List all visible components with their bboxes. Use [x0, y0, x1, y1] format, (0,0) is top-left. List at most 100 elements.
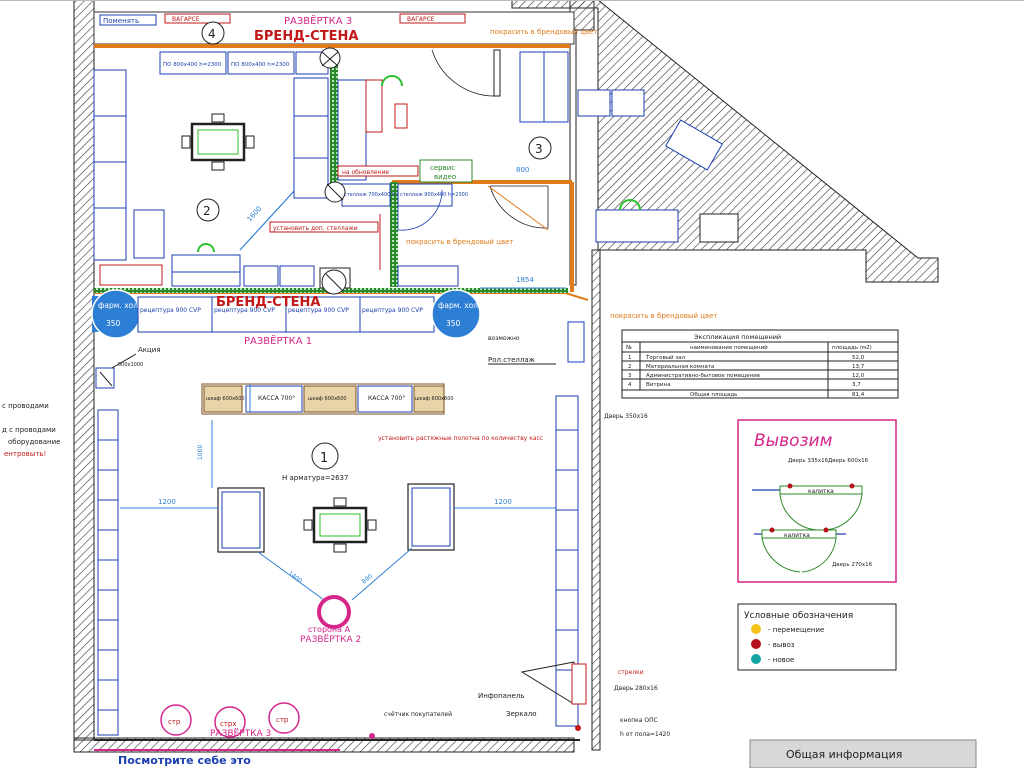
explication-title: Экспликация помещений — [694, 333, 781, 341]
zone-number-2: 2 — [203, 204, 211, 218]
svg-text:рецептура 900 CVP: рецептура 900 CVP — [214, 307, 275, 314]
bottom-banner-text: Посмотрите себе это — [118, 754, 251, 767]
fridge-2-size: 350 — [446, 319, 461, 328]
svg-text:стрх: стрх — [220, 720, 237, 728]
svg-text:стеллаж 900х400 h=2300: стеллаж 900х400 h=2300 — [400, 192, 468, 198]
fridge-1-name: фарм. холод — [98, 301, 148, 310]
general-info-title: Общая информация — [786, 748, 902, 761]
total-area-label: Общая площадь — [690, 392, 737, 398]
legend-dot-moving — [751, 624, 761, 634]
zone-2-centre-table: 2 1600 — [181, 113, 296, 251]
arrows-note: стрелки — [618, 669, 644, 676]
video-label: видео — [434, 173, 456, 181]
svg-text:стеллаж 700х400 h=2300: стеллаж 700х400 h=2300 — [344, 192, 412, 198]
zerkalo-label: Зеркало — [506, 710, 537, 718]
fridge-1-size: 350 — [106, 319, 121, 328]
repaint-note-top: покрасить в брендовый цвет — [490, 28, 597, 36]
door-right-top: Дверь 350х16 — [604, 413, 648, 420]
svg-text:890: 890 — [361, 573, 374, 586]
door-right-bottom: Дверь 280х16 — [614, 685, 658, 692]
svg-text:с проводами: с проводами — [2, 402, 49, 410]
top-rack-1[interactable] — [159, 51, 227, 75]
svg-text:13,7: 13,7 — [852, 364, 865, 370]
svg-text:1000: 1000 — [197, 445, 204, 460]
svg-text:1400: 1400 — [287, 570, 304, 585]
aktsiya-label: Акция — [138, 346, 161, 354]
svg-text:калитка: калитка — [808, 488, 834, 495]
svg-text:1854: 1854 — [516, 276, 534, 284]
svg-text:12,0: 12,0 — [852, 373, 865, 379]
counter-label: счётчик покупателей — [384, 711, 452, 718]
legend-dot-removal — [751, 639, 761, 649]
svg-text:3,7: 3,7 — [852, 382, 861, 388]
svg-text:стр: стр — [276, 716, 289, 724]
razvertka-3-bottom-title: РАЗВЁРТКА 3 — [210, 728, 271, 739]
svg-text:рецептура 900 CVP: рецептура 900 CVP — [362, 307, 423, 314]
svg-text:Материальная комната: Материальная комната — [646, 364, 714, 370]
zone-2-left-racks — [93, 69, 315, 287]
svg-text:наименование помещений: наименование помещений — [690, 344, 768, 351]
svg-text:Административно-бытовое помеще: Административно-бытовое помещение — [646, 373, 761, 379]
register-note: установить растяжные полотна по количест… — [378, 435, 543, 442]
top-tag-3: ВАГАРСЕ — [407, 16, 435, 23]
left-wall-shelf-ticks — [98, 439, 118, 711]
register-1: КАССА 700° — [258, 395, 295, 402]
svg-text:1600: 1600 — [246, 205, 264, 224]
legend-dot-new — [751, 654, 761, 664]
svg-text:1200: 1200 — [158, 498, 176, 506]
svg-text:д с проводами: д с проводами — [2, 426, 56, 434]
svg-text:52,0: 52,0 — [852, 355, 865, 361]
servis-label: сервис — [430, 164, 455, 172]
svg-text:- вывоз: - вывоз — [768, 641, 795, 649]
svg-text:Витрина: Витрина — [646, 382, 671, 388]
svg-text:- новое: - новое — [768, 656, 794, 664]
zone-number-4: 4 — [208, 27, 216, 41]
razvertka-3-top-title: РАЗВЁРТКА 3 — [284, 14, 352, 27]
aktsiya-size: 500х1000 — [118, 362, 143, 368]
zone-3: 3 800 1854 покрасить в брендовый цвет — [431, 49, 739, 320]
svg-text:1: 1 — [628, 355, 632, 361]
fridge-2-name: фарм. холод — [438, 301, 488, 310]
ops-height-label: h от пола=1420 — [620, 731, 670, 738]
svg-text:калитка: калитка — [784, 532, 810, 539]
svg-text:рецептура 900 CVP: рецептура 900 CVP — [140, 307, 201, 314]
right-wall-shelf-ticks — [556, 429, 578, 671]
top-tag-2: ВАГАРСЕ — [172, 16, 200, 23]
svg-text:- перемещение: - перемещение — [768, 626, 824, 634]
explication-table: Экспликация помещений № наименование пом… — [621, 329, 899, 399]
svg-text:площадь (м2): площадь (м2) — [832, 345, 872, 351]
svg-text:шкаф 600х600: шкаф 600х600 — [415, 396, 454, 402]
svg-text:шкаф 600х600: шкаф 600х600 — [308, 396, 347, 402]
total-area-value: 81,4 — [852, 392, 865, 398]
repaint-note-mid: покрасить в брендовый цвет — [406, 238, 513, 246]
zone-2-top-racks: ПО 800х400 h=2300 ПО 800х400 h=2300 — [159, 47, 341, 75]
roll-rack-label: Рол.стеллаж — [488, 356, 536, 364]
svg-text:Торговый зал: Торговый зал — [645, 354, 686, 361]
zone-1-sales-hall: Акция 500х1000 шкаф 600х600 КАССА 700° ш… — [2, 321, 670, 739]
storona-a-label: сторона А — [308, 625, 351, 634]
svg-text:2: 2 — [628, 364, 632, 370]
legend-title: Условные обозначения — [744, 611, 853, 621]
svg-text:Дверь 335х16: Дверь 335х16 — [788, 458, 829, 464]
legend-box: Условные обозначения - перемещение - выв… — [737, 603, 897, 671]
svg-text:1200: 1200 — [494, 498, 512, 506]
svg-text:ентровыть!: ентровыть! — [4, 450, 46, 458]
svg-text:Дверь 600х16: Дверь 600х16 — [828, 458, 869, 464]
svg-text:ПО 800х400 h=2300: ПО 800х400 h=2300 — [163, 62, 222, 68]
svg-text:шкаф 600х600: шкаф 600х600 — [206, 396, 245, 402]
bottom-banner: Посмотрите себе это Общая информация — [94, 739, 977, 768]
vozmozhno-label: возможно — [488, 335, 520, 342]
razvertka-2-title: РАЗВЁРТКА 2 — [300, 634, 361, 645]
install-racks-note: установить доп. стеллажи — [273, 225, 358, 232]
svg-text:4: 4 — [628, 382, 632, 388]
svg-text:стр: стр — [168, 718, 181, 726]
svg-text:3: 3 — [628, 373, 632, 379]
top-rack-2[interactable] — [227, 51, 295, 75]
info-panel-label: Инфопанель — [478, 692, 524, 700]
svg-text:№: № — [626, 345, 632, 351]
repaint-note-right: покрасить в брендовый цвет — [610, 312, 717, 320]
svg-text:Дверь 270х16: Дверь 270х16 — [832, 562, 873, 568]
brand-wall-middle: фарм. холод 350 рецептура 900 CVP рецепт… — [91, 289, 488, 347]
svg-text:оборудование: оборудование — [8, 438, 60, 446]
ops-button-label: кнопка ОПС — [620, 717, 658, 724]
